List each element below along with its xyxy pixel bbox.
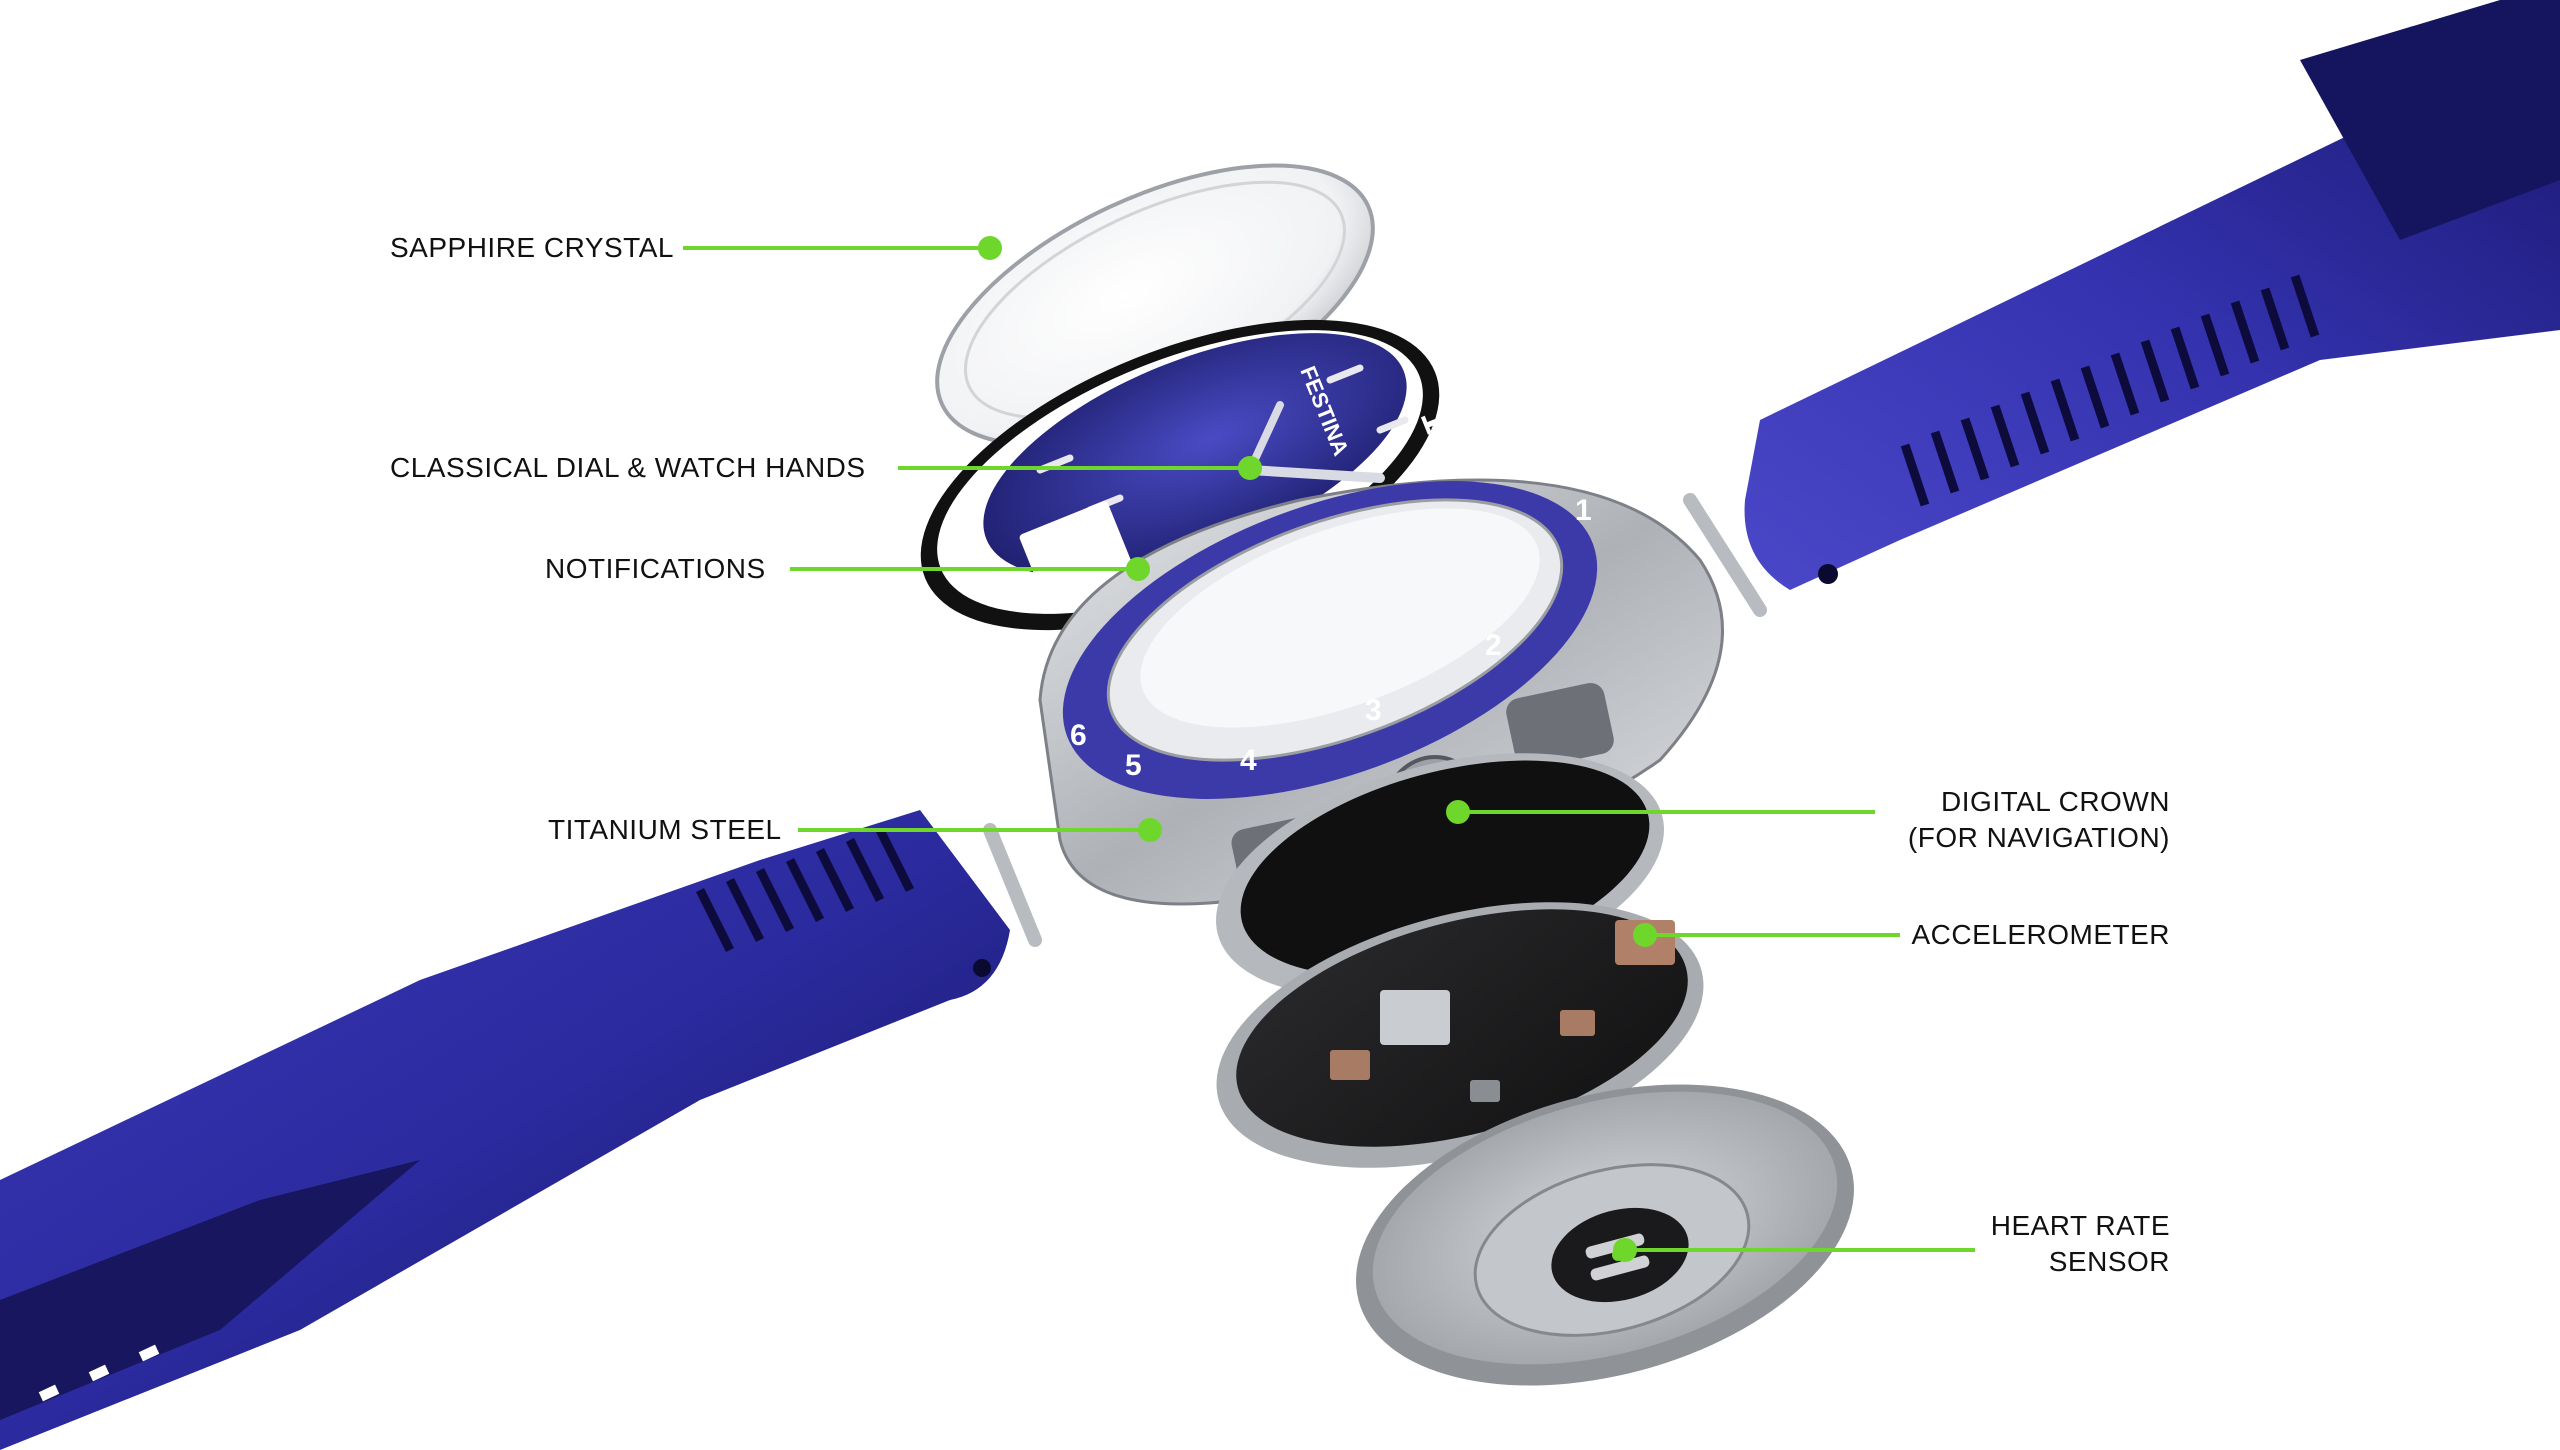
label-heart-rate-line2: SENSOR xyxy=(2048,1246,2170,1277)
pusher-right xyxy=(1506,682,1614,770)
label-accelerometer: ACCELEROMETER xyxy=(1911,919,2170,950)
strap-hole-lower xyxy=(973,959,991,977)
label-heart-rate-sensor: HEART RATE SENSOR xyxy=(1980,1208,2170,1280)
svg-text:1: 1 xyxy=(1575,494,1592,527)
watch-dial: 12 FESTINA xyxy=(920,319,1469,631)
label-digital-crown-line2: (FOR NAVIGATION) xyxy=(1907,822,2170,853)
strap-holes-lower xyxy=(38,1344,160,1402)
svg-text:6: 6 xyxy=(1070,719,1087,752)
label-notifications: NOTIFICATIONS xyxy=(545,553,766,584)
callout-lines xyxy=(683,236,1975,1262)
label-titanium-steel: TITANIUM STEEL xyxy=(548,814,782,845)
upper-strap xyxy=(1744,0,2560,590)
caseback xyxy=(1356,1084,1854,1386)
lower-strap xyxy=(0,810,1010,1450)
svg-text:4: 4 xyxy=(1240,744,1257,777)
label-classical-dial: CLASSICAL DIAL & WATCH HANDS xyxy=(390,452,866,483)
svg-text:5: 5 xyxy=(1125,749,1142,782)
strap-hole-upper xyxy=(1818,564,1838,584)
strap-ridges-upper xyxy=(1900,274,2320,507)
label-heart-rate-line1: HEART RATE xyxy=(1990,1210,2170,1241)
svg-text:3: 3 xyxy=(1365,694,1382,727)
label-digital-crown: DIGITAL CROWN (FOR NAVIGATION) xyxy=(1880,784,2170,856)
spring-bar-left xyxy=(983,823,1042,947)
label-digital-crown-line1: DIGITAL CROWN xyxy=(1941,786,2170,817)
strap-ridges-lower xyxy=(695,827,915,953)
bezel-numbers: 1 2 3 4 5 6 xyxy=(1070,494,1592,782)
label-sapphire-crystal: SAPPHIRE CRYSTAL xyxy=(390,232,674,263)
svg-text:2: 2 xyxy=(1485,629,1502,662)
spring-bar-right xyxy=(1683,493,1767,617)
